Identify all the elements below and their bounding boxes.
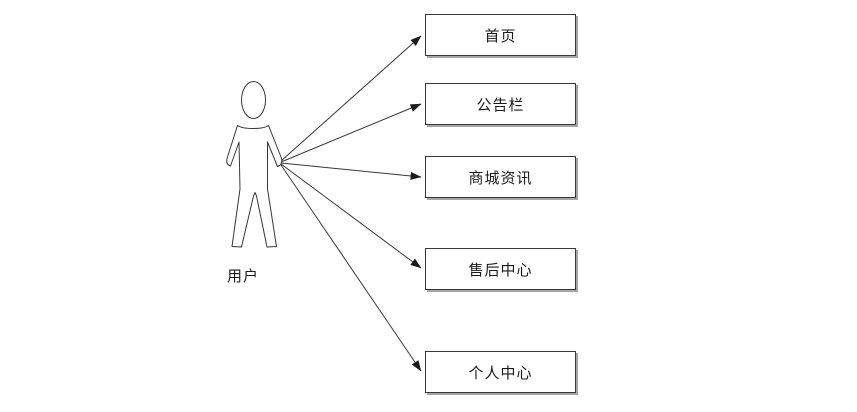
arrow-user-to-mall-news <box>280 162 422 180</box>
actor-head <box>241 81 266 119</box>
arrow-user-to-personal <box>280 164 422 372</box>
arrow-user-to-aftersales <box>280 163 422 269</box>
usecase-label-personal: 个人中心 <box>468 364 533 382</box>
usecase-box-bulletin: 公告栏 <box>425 83 576 125</box>
arrow-user-to-home <box>280 35 422 162</box>
actor-label: 用户 <box>226 268 259 285</box>
usecase-label-bulletin: 公告栏 <box>476 96 525 114</box>
usecase-label-aftersales: 售后中心 <box>468 261 533 279</box>
actor-figure <box>226 81 283 248</box>
connector-arrows <box>280 35 422 372</box>
usecase-box-mall-news: 商城资讯 <box>425 156 576 198</box>
actor-body <box>226 125 283 248</box>
usecase-box-home: 首页 <box>425 14 576 56</box>
usecase-box-personal: 个人中心 <box>425 351 576 393</box>
arrow-user-to-bulletin <box>280 103 422 163</box>
usecase-box-aftersales: 售后中心 <box>425 248 576 290</box>
usecase-label-mall-news: 商城资讯 <box>468 169 533 187</box>
usecase-label-home: 首页 <box>484 27 517 45</box>
